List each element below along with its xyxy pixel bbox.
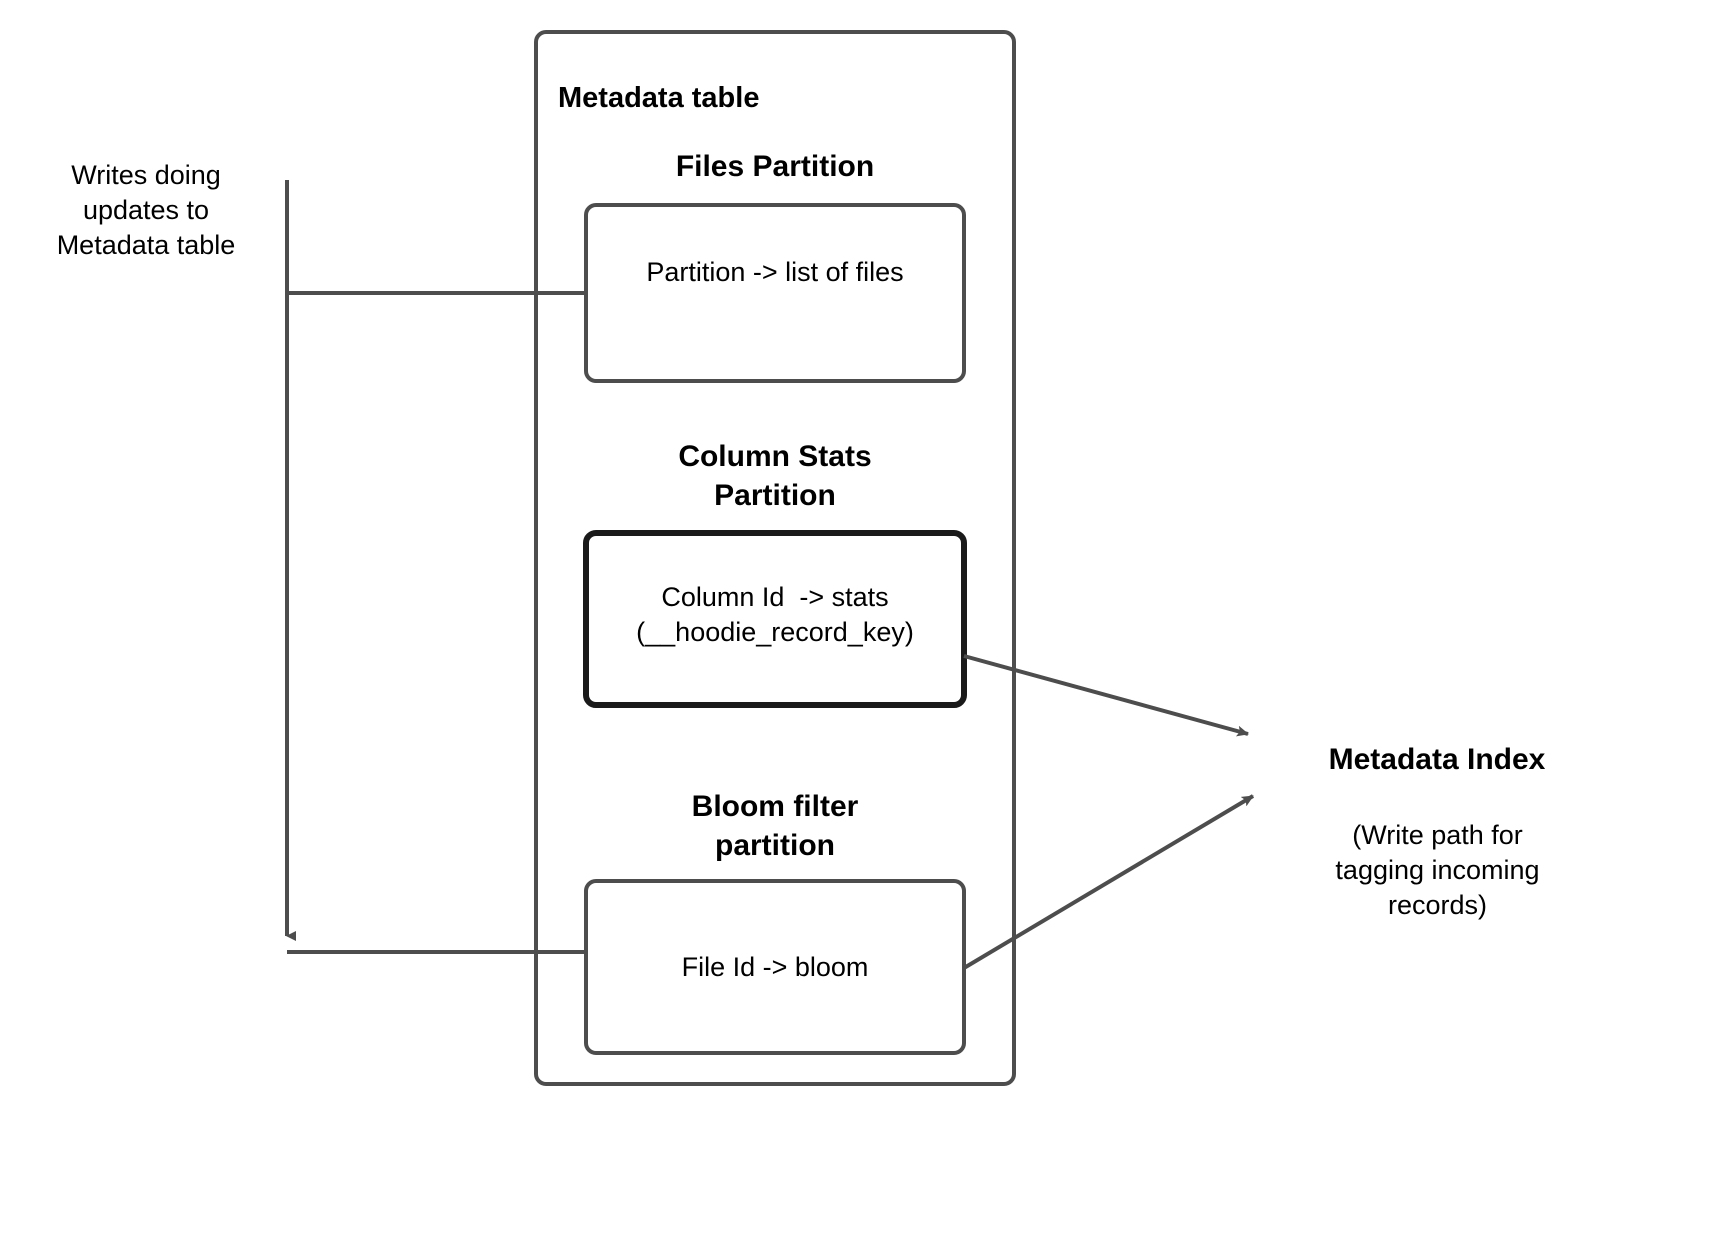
metadata-index-caption-line3: records) bbox=[1387, 890, 1488, 921]
writes-annotation-line1: Writes doing bbox=[71, 160, 221, 190]
metadata-index-caption-line1: (Write path for bbox=[1352, 820, 1523, 850]
column-stats-box-label: Column Id -> stats (__hoodie_record_key) bbox=[590, 580, 960, 650]
column-stats-to-index-arrow bbox=[963, 654, 1249, 737]
column-stats-heading-line2: Partition bbox=[714, 479, 836, 512]
column-stats-box-line2: (__hoodie_record_key) bbox=[636, 617, 914, 648]
column-stats-heading-line1: Column Stats bbox=[678, 440, 872, 473]
metadata-table-label: Metadata table bbox=[558, 82, 760, 114]
column-stats-partition-box bbox=[583, 530, 967, 708]
writes-annotation: Writes doing updates to Metadata table bbox=[6, 158, 286, 263]
column-stats-box-line1: Column Id -> stats bbox=[661, 582, 889, 612]
metadata-index-caption-line2: tagging incoming bbox=[1335, 855, 1540, 886]
bloom-to-index-arrow bbox=[962, 794, 1255, 970]
metadata-index-caption: (Write path for tagging incoming records) bbox=[1300, 818, 1575, 923]
bloom-filter-heading-line1: Bloom filter bbox=[691, 790, 859, 823]
writes-annotation-line2: updates to bbox=[82, 195, 210, 226]
metadata-table-container bbox=[534, 30, 1016, 1086]
files-partition-box bbox=[584, 203, 966, 383]
files-partition-heading: Files Partition bbox=[675, 150, 875, 183]
writes-annotation-line3: Metadata table bbox=[56, 230, 236, 261]
metadata-index-title: Metadata Index bbox=[1328, 743, 1546, 776]
files-partition-box-label: Partition -> list of files bbox=[646, 257, 904, 287]
bloom-filter-partition-heading: Bloom filter partition bbox=[590, 787, 960, 865]
bloom-filter-heading-line2: partition bbox=[715, 829, 835, 862]
bloom-filter-box-label: File Id -> bloom bbox=[681, 952, 869, 982]
